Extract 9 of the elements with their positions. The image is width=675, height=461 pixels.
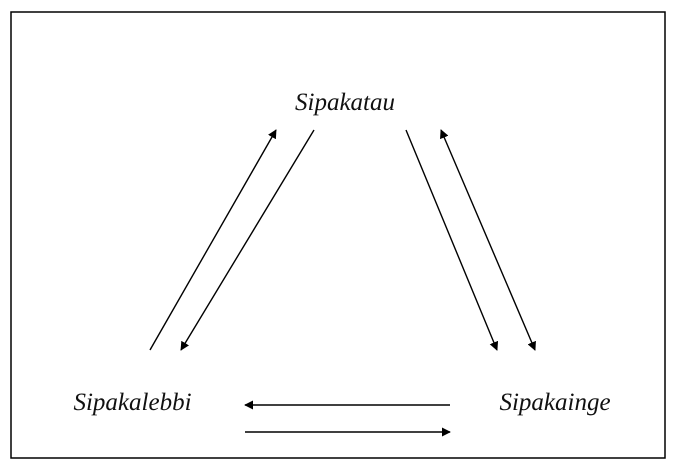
concept-label: Sipakatau — [295, 88, 395, 116]
concept-label: Sipakalebbi — [73, 388, 192, 416]
arrow — [244, 400, 450, 410]
arrow — [440, 129, 536, 351]
arrow — [405, 130, 498, 351]
arrow — [180, 130, 315, 351]
concept-label: Sipakainge — [499, 388, 611, 416]
arrow — [149, 129, 277, 350]
arrow — [245, 428, 451, 436]
